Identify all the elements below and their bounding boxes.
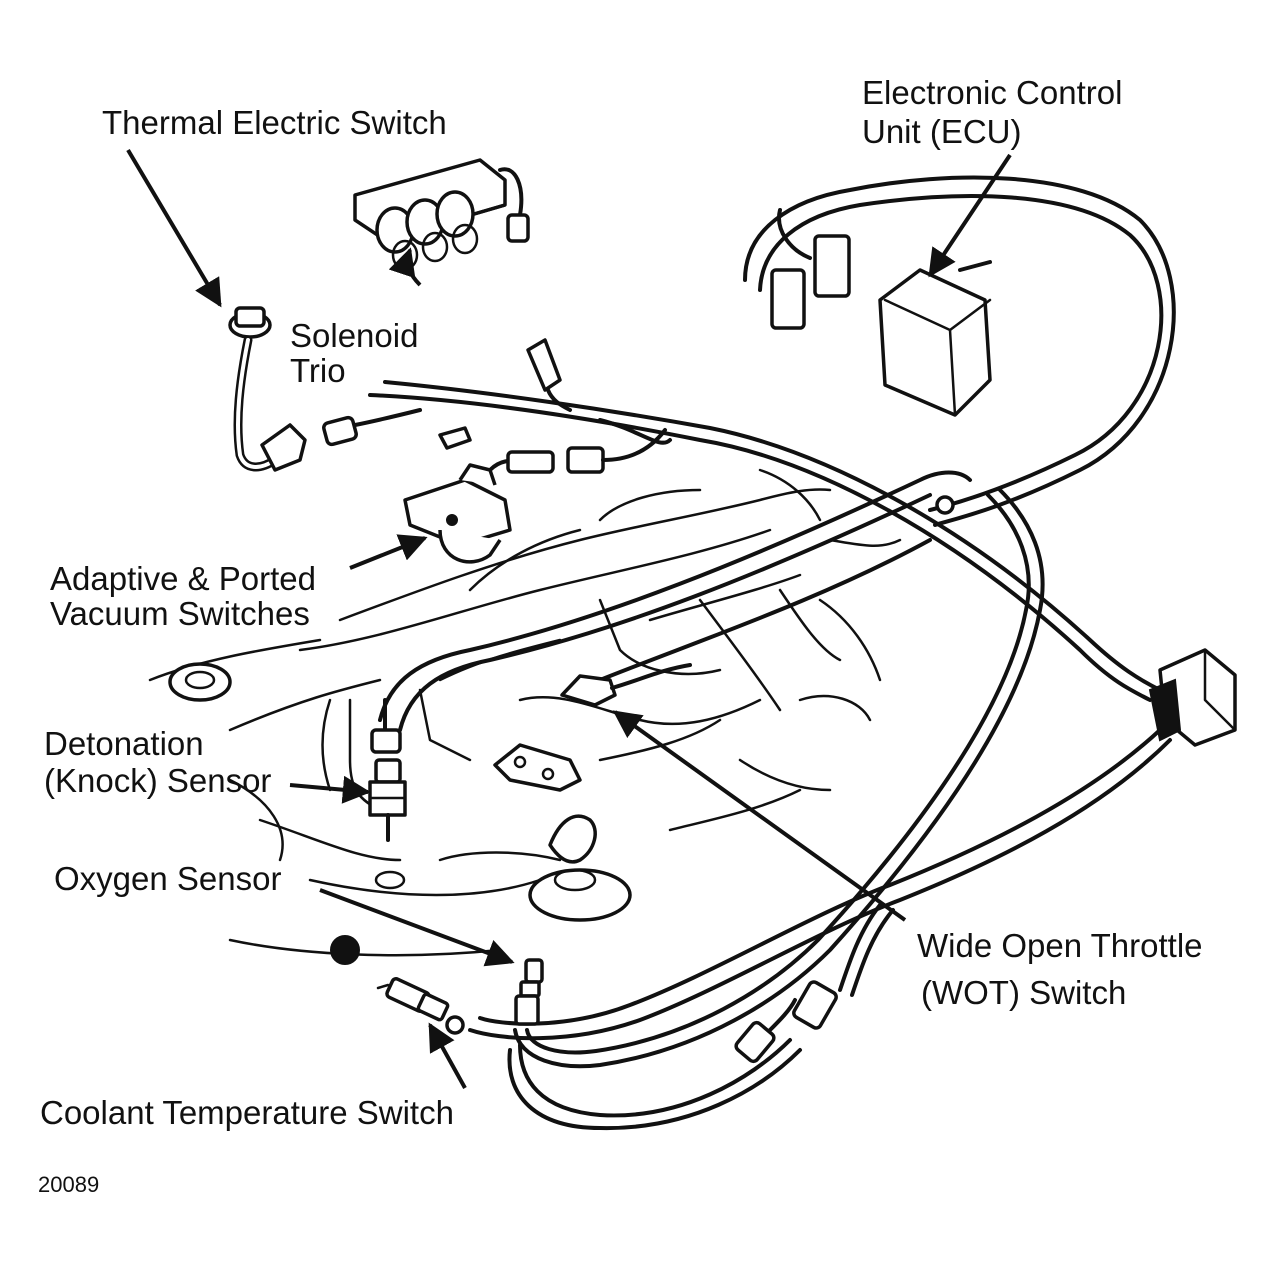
coolant-switch-part (376, 977, 465, 1035)
knock-sensor-part (368, 698, 407, 842)
oxygen-sensor-part (514, 958, 544, 1026)
label-ecu-line2: Unit (ECU) (862, 113, 1022, 150)
label-ecu-line1: Electronic Control (862, 74, 1122, 111)
label-vacuum-line2: Vacuum Switches (50, 595, 310, 632)
solenoid-trio-part (353, 158, 530, 271)
figure-number: 20089 (38, 1172, 99, 1197)
main-harness (368, 380, 1237, 1131)
leader-arrows (126, 148, 1012, 1089)
wot-switch-part (560, 663, 692, 707)
label-wot-line2: (WOT) Switch (921, 974, 1126, 1011)
label-vacuum-line1: Adaptive & Ported (50, 560, 316, 597)
ecu-part (743, 175, 1176, 527)
label-wot-line1: Wide Open Throttle (917, 927, 1203, 964)
thermal-electric-switch-part (228, 306, 307, 472)
label-solenoid-line1: Solenoid (290, 317, 418, 354)
harness-connectors (322, 338, 572, 450)
label-solenoid-line2: Trio (290, 352, 346, 389)
label-oxygen-sensor: Oxygen Sensor (54, 860, 281, 897)
label-detonation-line1: Detonation (44, 725, 204, 762)
label-thermal-electric-switch: Thermal Electric Switch (102, 104, 447, 141)
label-coolant-switch: Coolant Temperature Switch (40, 1094, 454, 1131)
vacuum-switches-part (403, 428, 667, 564)
label-detonation-line2: (Knock) Sensor (44, 762, 271, 799)
